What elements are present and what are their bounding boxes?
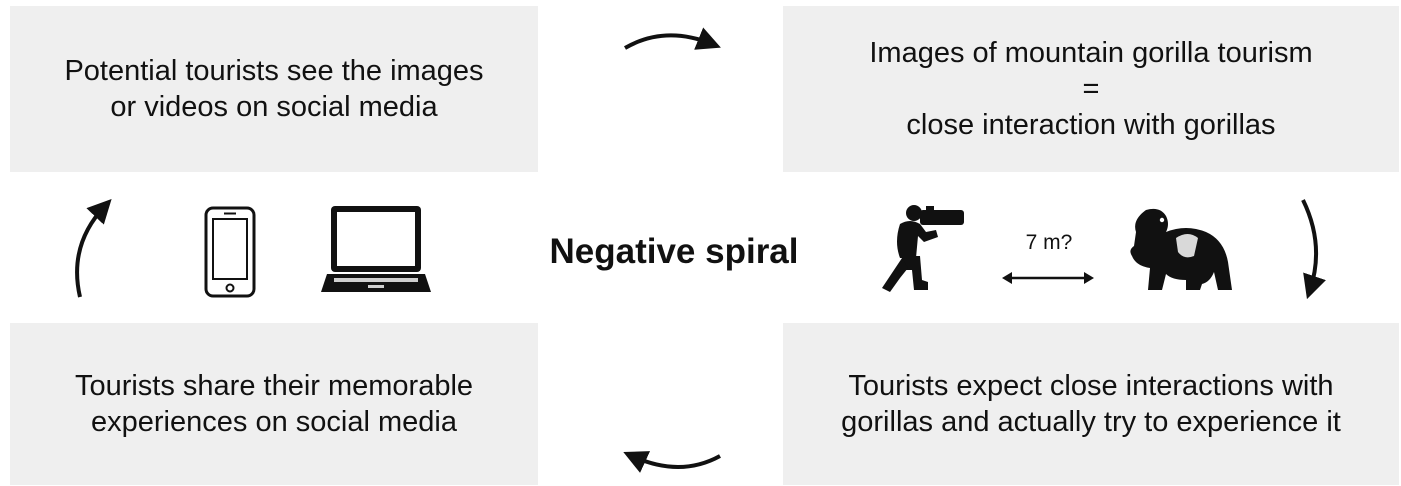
arrow-left <box>75 199 112 298</box>
photographer-icon <box>882 205 964 292</box>
step-text: Images of mountain gorilla tourism = clo… <box>869 37 1313 141</box>
step-text: Tourists share their memorable experienc… <box>74 370 474 438</box>
smartphone-icon <box>204 206 256 298</box>
laptop-icon <box>321 206 431 292</box>
arrow-top <box>624 27 721 50</box>
double-arrow-icon <box>1002 272 1094 284</box>
step-box-images-of-tourism: Images of mountain gorilla tourism = clo… <box>783 6 1399 172</box>
arrow-bottom <box>623 451 721 473</box>
gorilla-icon <box>1130 208 1232 290</box>
diagram-title: Negative spiral <box>549 232 799 271</box>
arrow-right <box>1301 199 1326 300</box>
step-text: Tourists expect close interactions with … <box>841 370 1341 438</box>
step-box-tourists-expect: Tourists expect close interactions with … <box>783 323 1399 485</box>
step-box-tourists-share: Tourists share their memorable experienc… <box>10 323 538 485</box>
step-box-potential-tourists: Potential tourists see the images or vid… <box>10 6 538 172</box>
step-text: Potential tourists see the images or vid… <box>64 55 484 123</box>
distance-label: 7 m? <box>1025 231 1073 254</box>
